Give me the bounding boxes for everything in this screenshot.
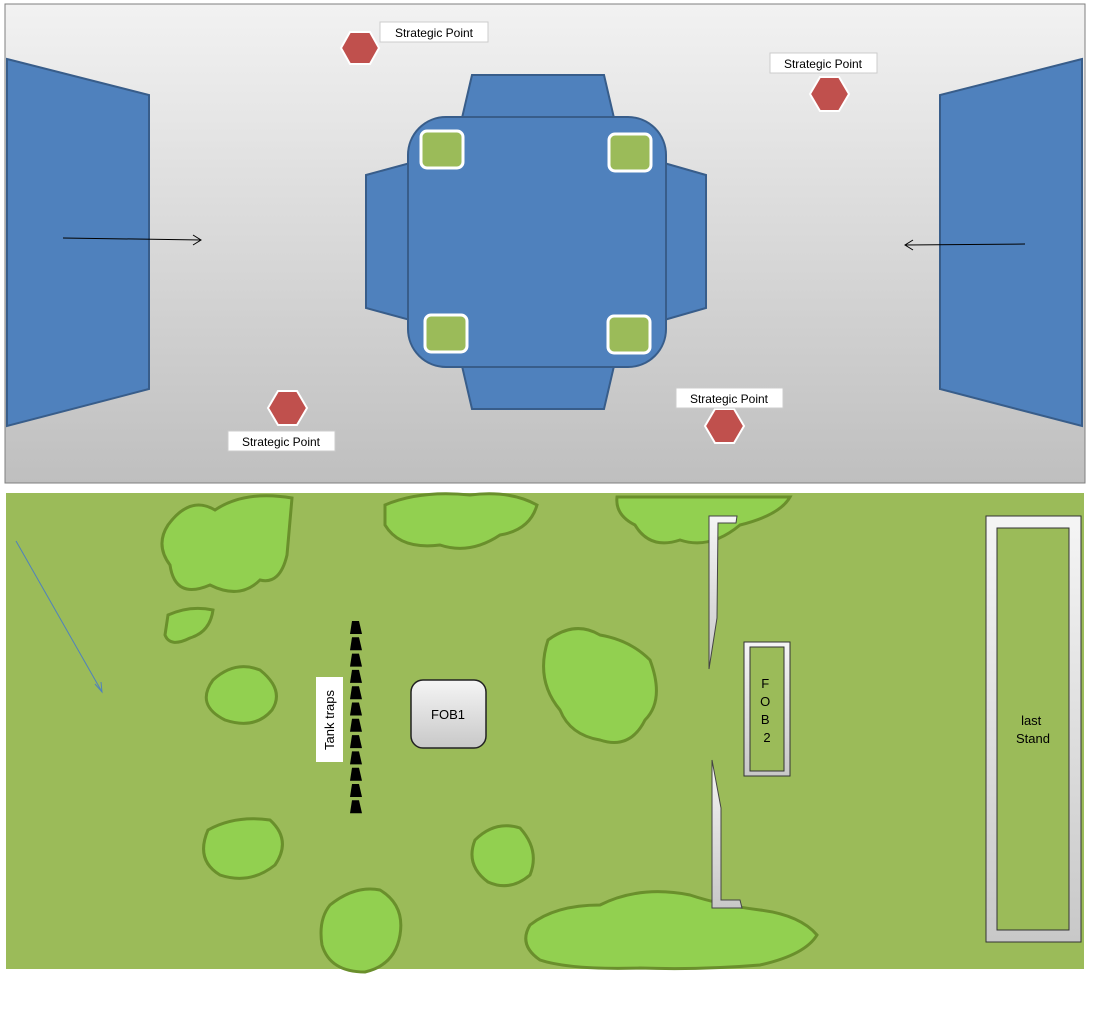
tank-trap — [350, 800, 362, 814]
fob1: FOB1 — [410, 679, 487, 749]
left-spawn-zone — [6, 57, 150, 428]
walls — [708, 515, 743, 909]
strategic-point-4: Strategic Point — [675, 387, 784, 444]
vegetation — [160, 492, 819, 974]
fob2-letter: B — [761, 712, 770, 727]
wall-south — [711, 759, 743, 909]
tank-traps-label: Tank traps — [322, 690, 337, 750]
last-stand-label-line: Stand — [1016, 731, 1050, 746]
strategic-point-3: Strategic Point — [227, 390, 336, 452]
tank-traps: (function(){ var g=document.currentScrip… — [350, 621, 362, 814]
bush — [542, 627, 658, 744]
direction-arrow — [15, 540, 103, 694]
tank-trap — [350, 784, 362, 797]
strategic-point-label: Strategic Point — [690, 392, 769, 406]
hexagon-icon — [339, 31, 381, 65]
bush — [204, 665, 278, 725]
tank-trap — [350, 669, 362, 683]
hexagon-icon — [808, 76, 851, 112]
tank-trap — [350, 621, 362, 634]
left-arrow — [62, 234, 202, 246]
fob2-letter: 2 — [763, 730, 770, 745]
strategic-point-2: Strategic Point — [769, 52, 878, 112]
right-arrow — [904, 239, 1026, 251]
central-fortress — [365, 74, 707, 410]
bush — [470, 824, 535, 888]
hexagon-icon — [703, 408, 746, 444]
bush — [202, 817, 284, 880]
wall-north — [708, 515, 738, 670]
tank-trap — [350, 751, 362, 765]
fob1-label: FOB1 — [431, 707, 465, 722]
bush — [615, 495, 793, 545]
tank-trap — [350, 735, 362, 749]
bush — [163, 606, 215, 644]
last-stand-label-line: last — [1021, 713, 1042, 728]
strategic-point-label: Strategic Point — [784, 57, 863, 71]
fob2: F O B 2 — [743, 641, 791, 777]
strategic-point-label: Strategic Point — [242, 435, 321, 449]
fob2-letter: O — [760, 694, 770, 709]
tank-trap — [350, 767, 362, 781]
strategic-point-1: Strategic Point — [339, 21, 489, 65]
hexagon-icon — [266, 390, 309, 426]
svg-text:last Stand: last Stand — [1016, 713, 1050, 746]
fortress-towers — [419, 129, 653, 355]
tank-trap — [350, 686, 362, 700]
tank-trap — [350, 702, 362, 716]
fob2-letter: F — [761, 676, 769, 691]
bush — [383, 492, 539, 550]
svg-text:F O B: F O B 2 — [760, 676, 774, 745]
tank-traps-label-box: Tank traps — [316, 677, 343, 762]
bottom-map: (function(){ var g=document.currentScrip… — [4, 491, 1086, 974]
top-map: Strategic Point Strategic Point Strategi… — [4, 3, 1086, 484]
right-spawn-zone — [939, 57, 1083, 428]
strategic-point-label: Strategic Point — [395, 26, 474, 40]
bush — [524, 890, 819, 971]
last-stand: last Stand — [985, 515, 1082, 943]
tank-trap — [350, 637, 362, 651]
tank-trap — [350, 718, 362, 732]
bush — [319, 887, 403, 974]
tank-trap — [350, 653, 362, 667]
bush — [160, 494, 294, 593]
